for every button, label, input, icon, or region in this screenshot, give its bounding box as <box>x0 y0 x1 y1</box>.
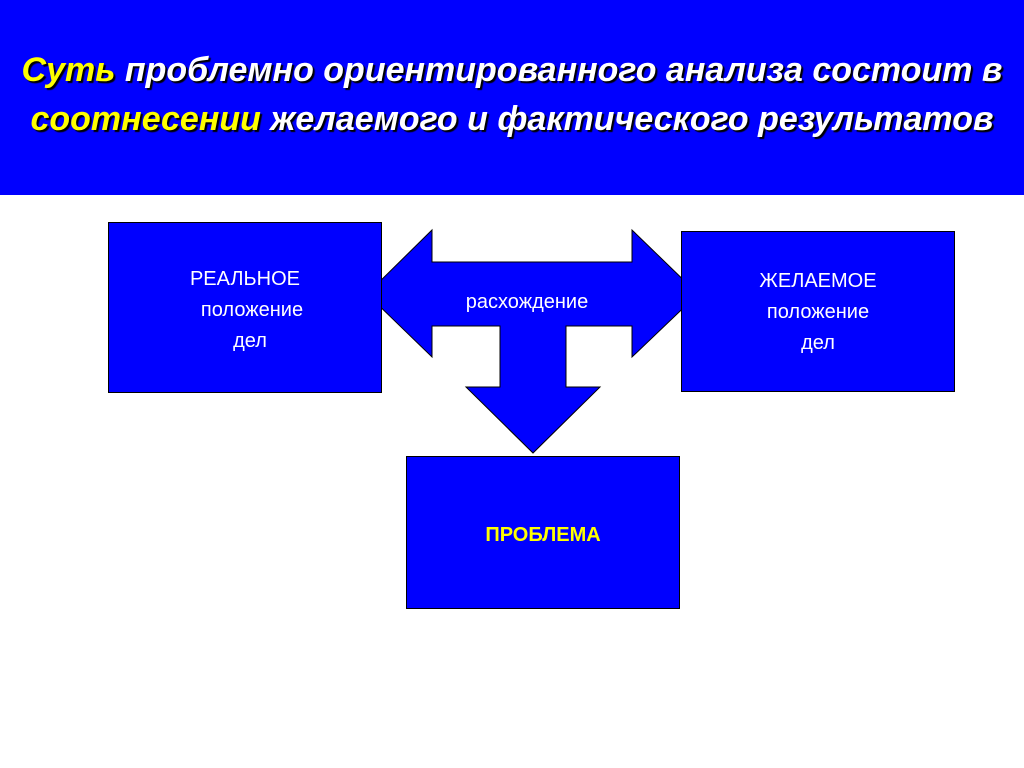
box-desired-line3: дел <box>801 332 835 354</box>
box-real-line3: дел <box>233 330 267 352</box>
slide-title: Суть проблемно ориентированного анализа … <box>20 46 1004 144</box>
title-band: Суть проблемно ориентированного анализа … <box>0 0 1024 195</box>
box-real-line1: РЕАЛЬНОЕ <box>189 268 301 290</box>
down-arrow <box>464 325 602 454</box>
box-real-situation: РЕАЛЬНОЕ положение дел <box>108 222 382 393</box>
box-desired-line2: положение <box>766 301 870 323</box>
box-problem: ПРОБЛЕМА <box>406 456 680 609</box>
box-desired-line1: ЖЕЛАЕМОЕ <box>759 270 877 292</box>
title-highlight-sut: Суть <box>21 51 116 89</box>
title-text-1: проблемно ориентированного анализа состо… <box>115 51 1003 89</box>
box-desired-situation: ЖЕЛАЕМОЕ положение дел <box>681 231 955 392</box>
box-problem-label: ПРОБЛЕМА <box>485 524 601 546</box>
arrow-joint <box>500 325 566 327</box>
box-real-line2: положение <box>200 299 304 321</box>
title-text-2: желаемого и фактического результатов <box>260 100 994 138</box>
title-highlight-sootnesenii: соотнесении <box>30 100 261 138</box>
arrow-label-raskhozhdenie: расхождение <box>465 291 589 313</box>
